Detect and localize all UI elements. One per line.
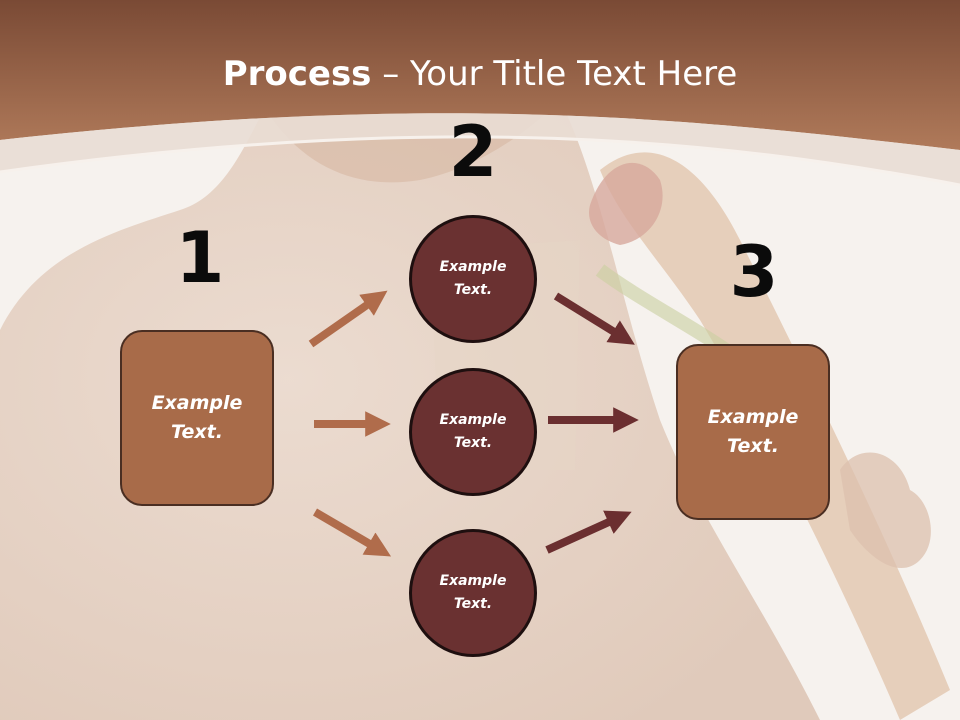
circle-top: Example Text. [409, 215, 537, 343]
step-number-2: 2 [448, 111, 498, 193]
slide-title: Process – Your Title Text Here [0, 52, 960, 96]
arrow-circle-bottom-to-box3 [545, 510, 632, 554]
step-number-1: 1 [175, 217, 225, 299]
arrow-box1-to-circle-bottom [312, 508, 392, 557]
step-3-text: Example Text. [707, 406, 799, 457]
circle-bottom-text: Example Text. [439, 573, 507, 612]
arrow-box1-to-circle-top [308, 290, 388, 348]
title-bold: Process [222, 54, 372, 94]
circle-top-text: Example Text. [439, 259, 507, 298]
step-1-text: Example Text. [151, 392, 243, 443]
title-rest: – Your Title Text Here [371, 54, 738, 94]
step-1-box: Example Text. [120, 330, 274, 506]
step-3-box: Example Text. [676, 344, 830, 520]
circle-middle-text: Example Text. [439, 412, 507, 451]
step-number-3: 3 [729, 231, 779, 313]
arrow-circle-top-to-box3 [553, 292, 635, 345]
circle-bottom: Example Text. [409, 529, 537, 657]
circle-middle: Example Text. [409, 368, 537, 496]
